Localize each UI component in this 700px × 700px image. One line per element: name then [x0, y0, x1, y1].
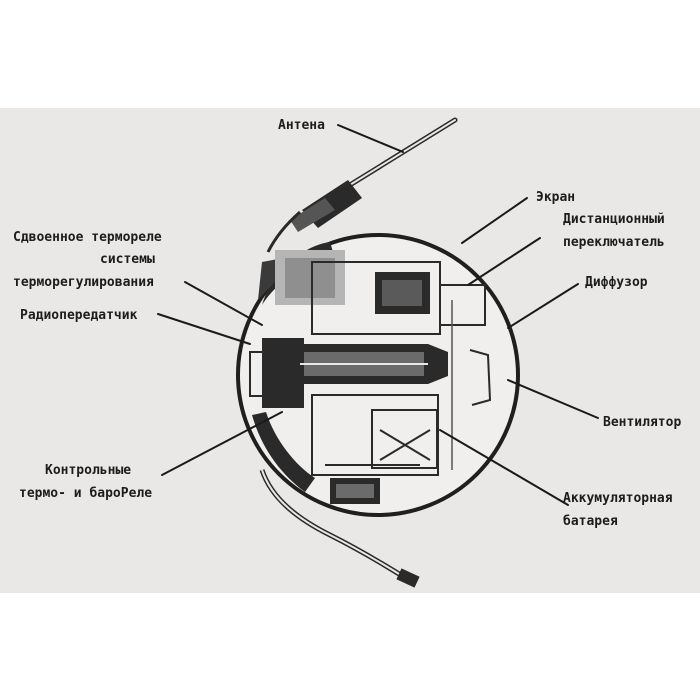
sphere — [236, 233, 520, 517]
label-control-relays-2: термо- и бароРеле — [19, 486, 152, 501]
label-remote-switch-1: Дистанционный — [563, 212, 665, 227]
antenna-lower — [259, 469, 420, 588]
label-fan: Вентилятор — [603, 415, 681, 430]
antenna-upper — [266, 117, 458, 253]
labels: Антена Экран Дистанционный переключатель… — [13, 118, 681, 529]
label-screen: Экран — [536, 190, 575, 205]
label-dual-relay-3: терморегулирования — [13, 275, 154, 290]
label-transmitter: Радиопередатчик — [20, 308, 138, 323]
label-antenna: Антена — [278, 118, 325, 133]
label-battery-1: Аккумуляторная — [563, 491, 673, 506]
label-diffuser: Диффузор — [585, 275, 648, 290]
label-control-relays-1: Контрольные — [45, 463, 131, 478]
label-battery-2: батарея — [563, 514, 618, 529]
label-remote-switch-2: переключатель — [563, 235, 665, 250]
leader-lines — [157, 124, 599, 506]
label-dual-relay-2: системы — [100, 252, 155, 267]
label-dual-relay-1: Сдвоенное термореле — [13, 230, 162, 245]
